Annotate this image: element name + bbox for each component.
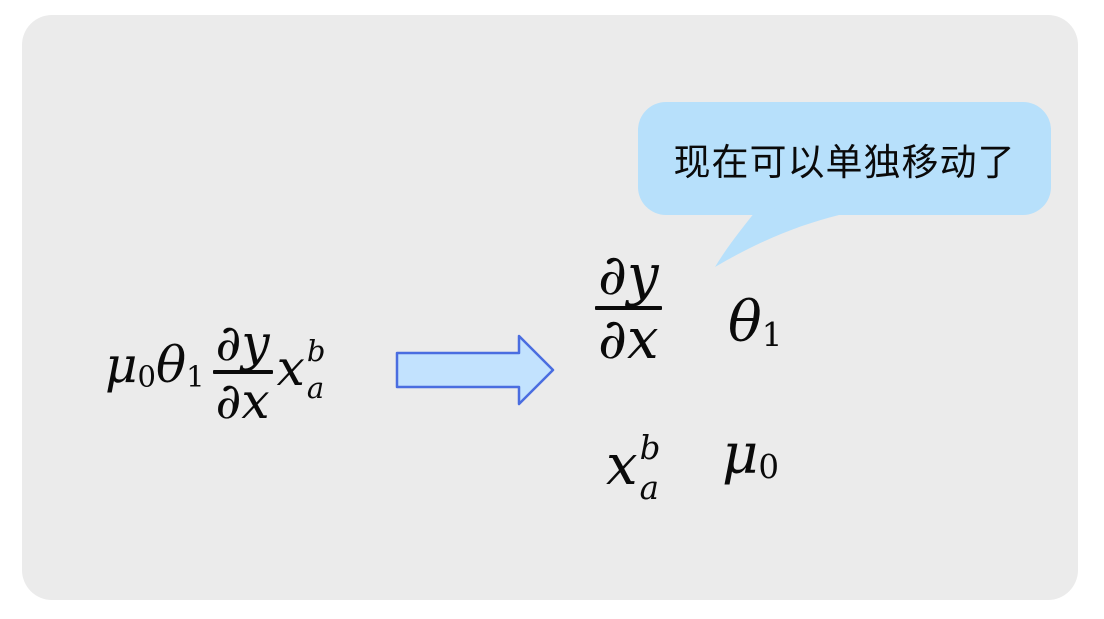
term-theta1[interactable]: θ1 — [728, 290, 783, 355]
superscript: b — [639, 428, 661, 467]
speech-bubble-text: 现在可以单独移动了 — [673, 141, 1016, 183]
speech-bubble-tail — [715, 207, 839, 267]
fraction-numerator: ∂y — [215, 314, 270, 372]
mu0-token: μ0 — [105, 336, 156, 395]
right-arrow-icon — [395, 334, 555, 406]
subscript: a — [306, 371, 325, 405]
fraction-bar — [212, 370, 273, 374]
subscript: a — [639, 469, 659, 507]
term-mu0[interactable]: μ0 — [722, 422, 780, 487]
fraction-denominator: ∂x — [215, 372, 270, 430]
slide-card: 现在可以单独移动了 μ0 θ1 ∂y ∂x x b a — [22, 15, 1078, 600]
term-dydx[interactable]: ∂y ∂x — [595, 243, 662, 372]
term-xab[interactable]: x b a — [606, 428, 661, 507]
superscript: b — [306, 334, 326, 368]
theta1-token: θ1 — [155, 336, 205, 395]
xab-token: x b a — [276, 334, 326, 405]
speech-bubble: 现在可以单独移动了 — [638, 102, 1051, 215]
fraction-denominator: ∂x — [598, 306, 659, 372]
left-formula: μ0 θ1 ∂y ∂x x b a — [105, 311, 325, 433]
fraction-bar — [595, 305, 662, 310]
fraction-numerator: ∂y — [598, 243, 659, 308]
dydx-fraction: ∂y ∂x — [212, 314, 273, 430]
